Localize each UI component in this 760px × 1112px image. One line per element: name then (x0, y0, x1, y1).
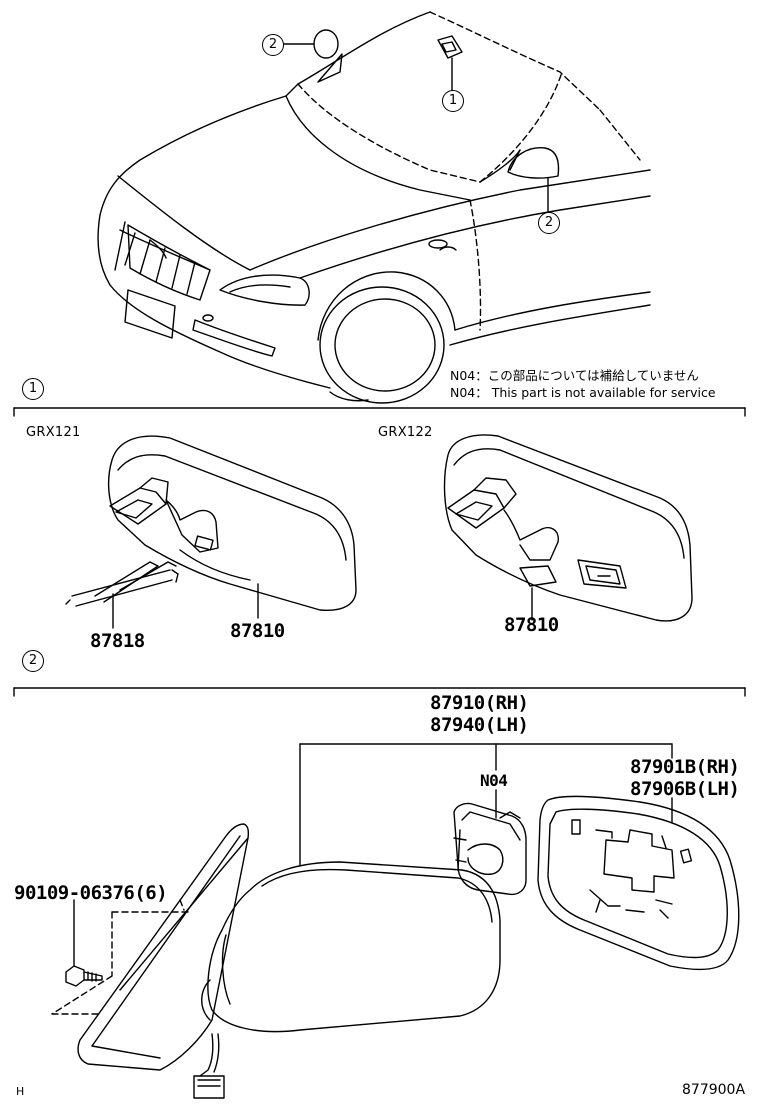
label-grx121: GRX121 (26, 425, 81, 440)
inner-mirror-grx121 (65, 435, 357, 629)
part-90109-bolt: 90109-06376(6) (14, 882, 168, 904)
callout-2-top: 2 (262, 34, 284, 56)
part-87810-right: 87810 (504, 614, 559, 636)
inner-mirror-grx122 (443, 434, 693, 622)
footer-left-mark: H (16, 1085, 25, 1098)
mirror-actuator (453, 802, 527, 896)
label-grx122: GRX122 (378, 425, 433, 440)
section2-marker: 2 (22, 650, 44, 672)
part-87901b-rh: 87901B(RH) (630, 756, 740, 778)
mirror-glass (537, 795, 740, 971)
note-japanese: N04：この部品については補給していません (450, 368, 699, 383)
part-87818: 87818 (90, 630, 145, 652)
part-87940-lh: 87940(LH) (430, 714, 529, 736)
label-n04: N04 (480, 771, 508, 790)
callout-2-side: 2 (538, 212, 560, 234)
part-87906b-lh: 87906B(LH) (630, 778, 740, 800)
part-87810-left: 87810 (230, 620, 285, 642)
note-english: N04： This part is not available for serv… (450, 385, 716, 400)
outer-mirror-assembly (51, 823, 501, 1099)
part-87910-rh: 87910(RH) (430, 692, 529, 714)
car-illustration (97, 11, 651, 404)
callout-1: 1 (442, 90, 464, 112)
diagram-code: 877900A (682, 1082, 746, 1098)
section1-marker: 1 (22, 378, 44, 400)
